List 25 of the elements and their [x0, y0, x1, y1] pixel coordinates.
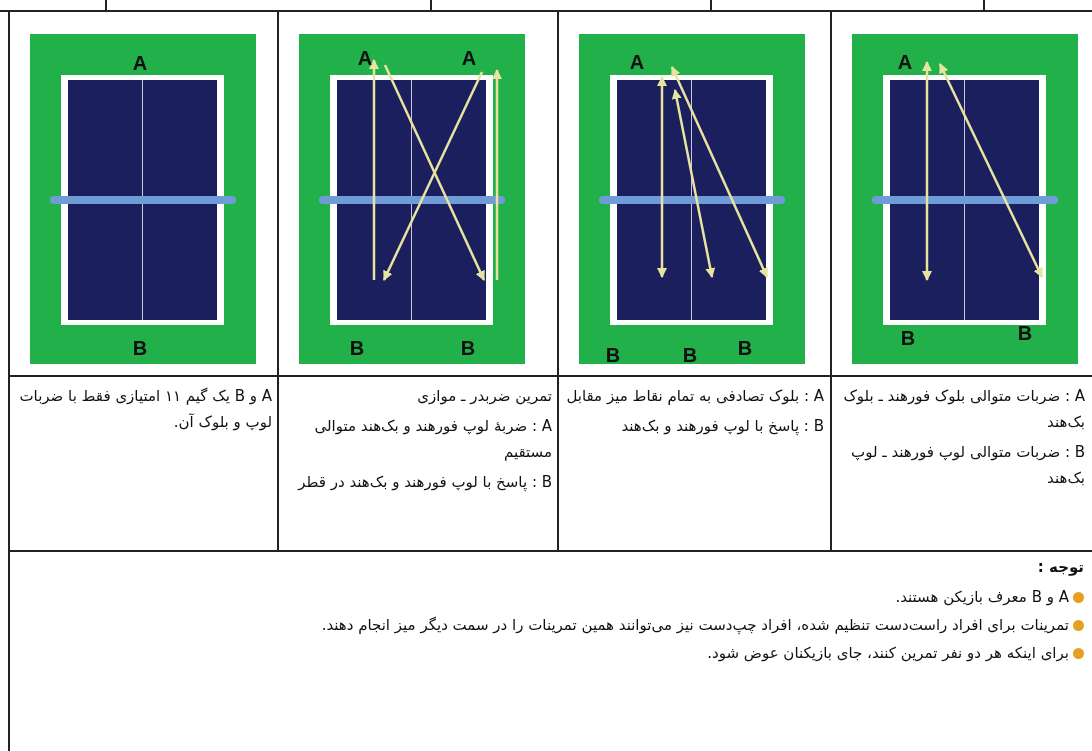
drill-description: B : پاسخ با لوپ فورهند و بک‌هند: [620, 416, 824, 438]
player-letter: A: [629, 52, 645, 72]
note-text: تمرینات برای افراد راست‌دست تنظیم شده، افراد چپ‌دست نیز می‌توانند همین تمرینات را در سمت دیگر میز انجام دهند.: [321, 615, 1069, 636]
player-letter: A: [357, 48, 373, 68]
note-heading: توجه :: [1037, 557, 1084, 578]
player-letter: B: [349, 338, 365, 358]
drill-description: B : پاسخ با لوپ فورهند و بک‌هند در قطر: [296, 472, 552, 494]
player-letter: B: [737, 338, 753, 358]
player-letter: A: [132, 53, 148, 73]
drill-description: B : ضربات متوالی لوپ فورهند ـ لوپ بک‌هند: [850, 442, 1085, 489]
drill-description: A : ضربهٔ لوپ فورهند و بک‌هند متوالی مستقیم: [313, 416, 552, 463]
drill-description: تمرین ضربدر ـ موازی: [416, 386, 552, 407]
drill-description: A و B یک گیم ۱۱ امتیازی فقط با ضربات لوپ و بلوک آن.: [18, 386, 272, 433]
player-letter: B: [132, 338, 148, 358]
player-letter: B: [605, 345, 621, 365]
player-letter: B: [460, 338, 476, 358]
player-letter: B: [682, 345, 698, 365]
player-letter: B: [1017, 323, 1033, 343]
drill-description: A : بلوک تصادفی به تمام نقاط میز مقابل: [565, 386, 824, 407]
drill-description: A : ضربات متوالی بلوک فورهند ـ بلوک بک‌هند: [842, 386, 1085, 433]
player-letter: A: [461, 48, 477, 68]
player-letter: A: [897, 52, 913, 72]
player-letter: B: [900, 328, 916, 348]
note-text: A و B معرف بازیکن هستند.: [895, 587, 1069, 608]
note-text: برای اینکه هر دو نفر تمرین کنند، جای بازیکنان عوض شود.: [707, 643, 1069, 664]
